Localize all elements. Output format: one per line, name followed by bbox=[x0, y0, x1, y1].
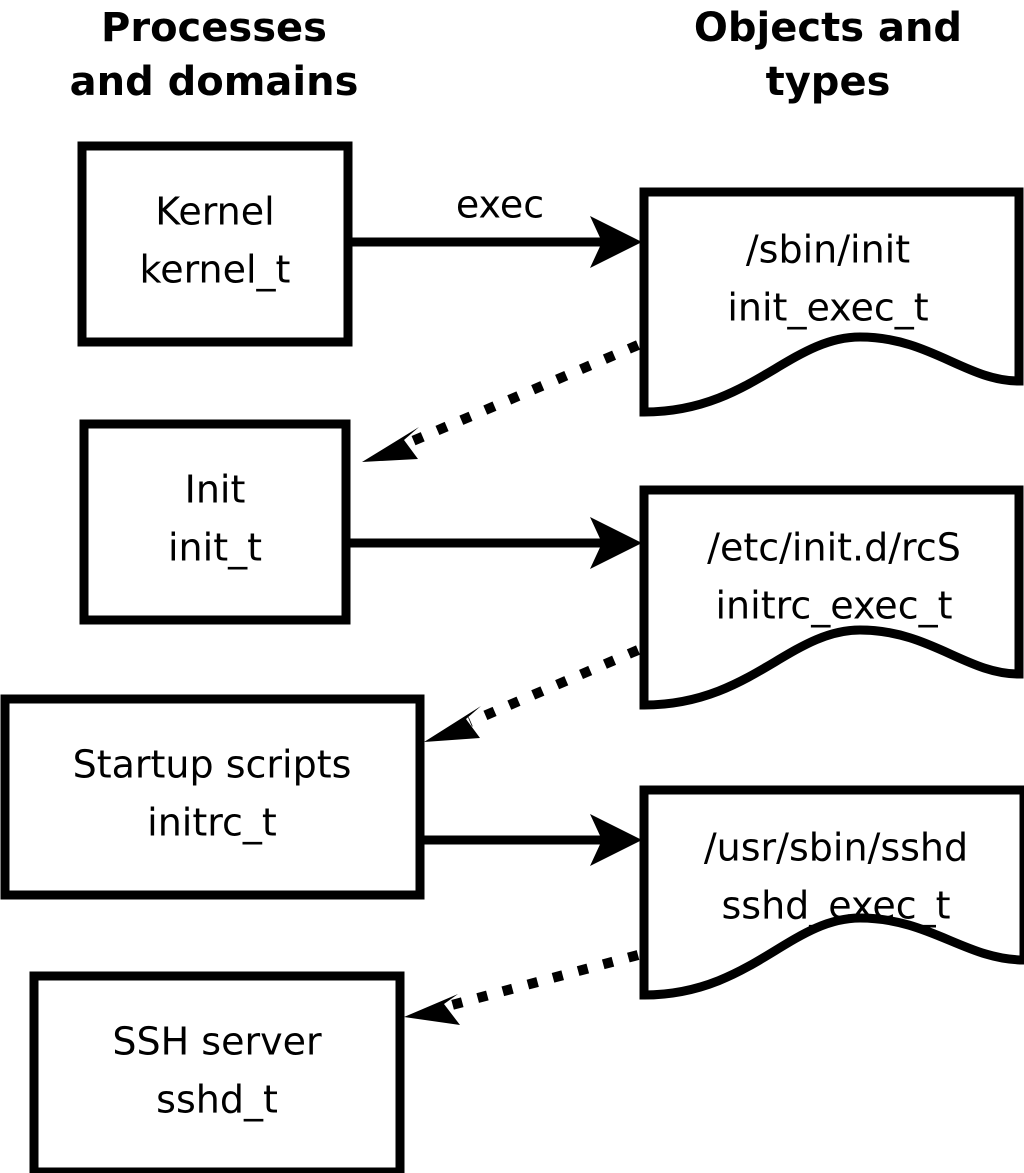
node-kernel-line2: kernel_t bbox=[140, 248, 291, 292]
heading-processes-line2: and domains bbox=[70, 59, 359, 105]
node-sshd_exec-line1: /usr/sbin/sshd bbox=[704, 826, 968, 870]
node-initrc_exec-line1: /etc/init.d/rcS bbox=[707, 526, 961, 570]
node-initrc-line2: initrc_t bbox=[147, 801, 277, 845]
node-initrc[interactable]: Startup scripts initrc_t bbox=[0, 694, 425, 900]
arrowhead-kernel-exec bbox=[590, 216, 642, 268]
column-heading-objects: Objects and types bbox=[694, 5, 962, 105]
node-init_exec-line1: /sbin/init bbox=[746, 228, 910, 272]
node-initrc_exec-line2: initrc_exec_t bbox=[716, 584, 953, 628]
arrowhead-initrc-to-sshd_exec bbox=[590, 814, 642, 866]
node-initrc-line1: Startup scripts bbox=[73, 743, 352, 787]
heading-processes-line1: Processes bbox=[101, 5, 327, 51]
heading-objects-line2: types bbox=[766, 59, 891, 105]
edge-kernel-exec-init_exec: exec bbox=[350, 183, 642, 268]
node-sshd_exec-document[interactable] bbox=[639, 785, 1024, 1000]
node-initrc-box[interactable] bbox=[0, 694, 425, 900]
edge-label-exec: exec bbox=[456, 183, 544, 227]
node-initrc_exec-document[interactable] bbox=[639, 485, 1024, 710]
node-init_exec[interactable]: /sbin/init init_exec_t bbox=[639, 187, 1024, 417]
arrowhead-init_exec-to-init bbox=[362, 427, 419, 462]
edge-line-init_exec-to-init bbox=[406, 340, 640, 448]
node-init_exec-document[interactable] bbox=[639, 187, 1024, 417]
node-initrc_exec[interactable]: /etc/init.d/rcS initrc_exec_t bbox=[639, 485, 1024, 710]
node-init-box[interactable] bbox=[79, 419, 351, 625]
node-init_exec-line2: init_exec_t bbox=[727, 286, 928, 330]
edge-sshd_exec-to-sshd bbox=[404, 950, 640, 1025]
node-init-line1: Init bbox=[185, 468, 246, 512]
node-kernel-line1: Kernel bbox=[155, 190, 274, 234]
node-init[interactable]: Init init_t bbox=[79, 419, 351, 625]
edge-init-exec-initrc_exec bbox=[348, 517, 642, 569]
edge-initrc_exec-to-initrc bbox=[424, 645, 640, 742]
column-heading-processes: Processes and domains bbox=[70, 5, 359, 105]
node-kernel[interactable]: Kernel kernel_t bbox=[77, 141, 353, 347]
node-sshd[interactable]: SSH server sshd_t bbox=[29, 971, 405, 1173]
node-kernel-box[interactable] bbox=[77, 141, 353, 347]
arrowhead-sshd_exec-to-sshd bbox=[404, 994, 460, 1025]
node-sshd-line2: sshd_t bbox=[156, 1078, 278, 1122]
arrowhead-initrc_exec-to-initrc bbox=[424, 706, 481, 742]
node-sshd-line1: SSH server bbox=[112, 1020, 322, 1064]
edge-line-sshd_exec-to-sshd bbox=[450, 950, 640, 1010]
arrowhead-init-to-initrc_exec bbox=[590, 517, 642, 569]
node-sshd-box[interactable] bbox=[29, 971, 405, 1173]
node-sshd_exec[interactable]: /usr/sbin/sshd sshd_exec_t bbox=[639, 785, 1024, 1000]
node-init-line2: init_t bbox=[168, 526, 262, 570]
edge-line-initrc_exec-to-initrc bbox=[468, 645, 640, 727]
edge-initrc-exec-sshd_exec bbox=[424, 814, 642, 866]
edge-init_exec-to-init bbox=[362, 340, 640, 462]
node-sshd_exec-line2: sshd_exec_t bbox=[721, 884, 950, 928]
heading-objects-line1: Objects and bbox=[694, 5, 962, 51]
